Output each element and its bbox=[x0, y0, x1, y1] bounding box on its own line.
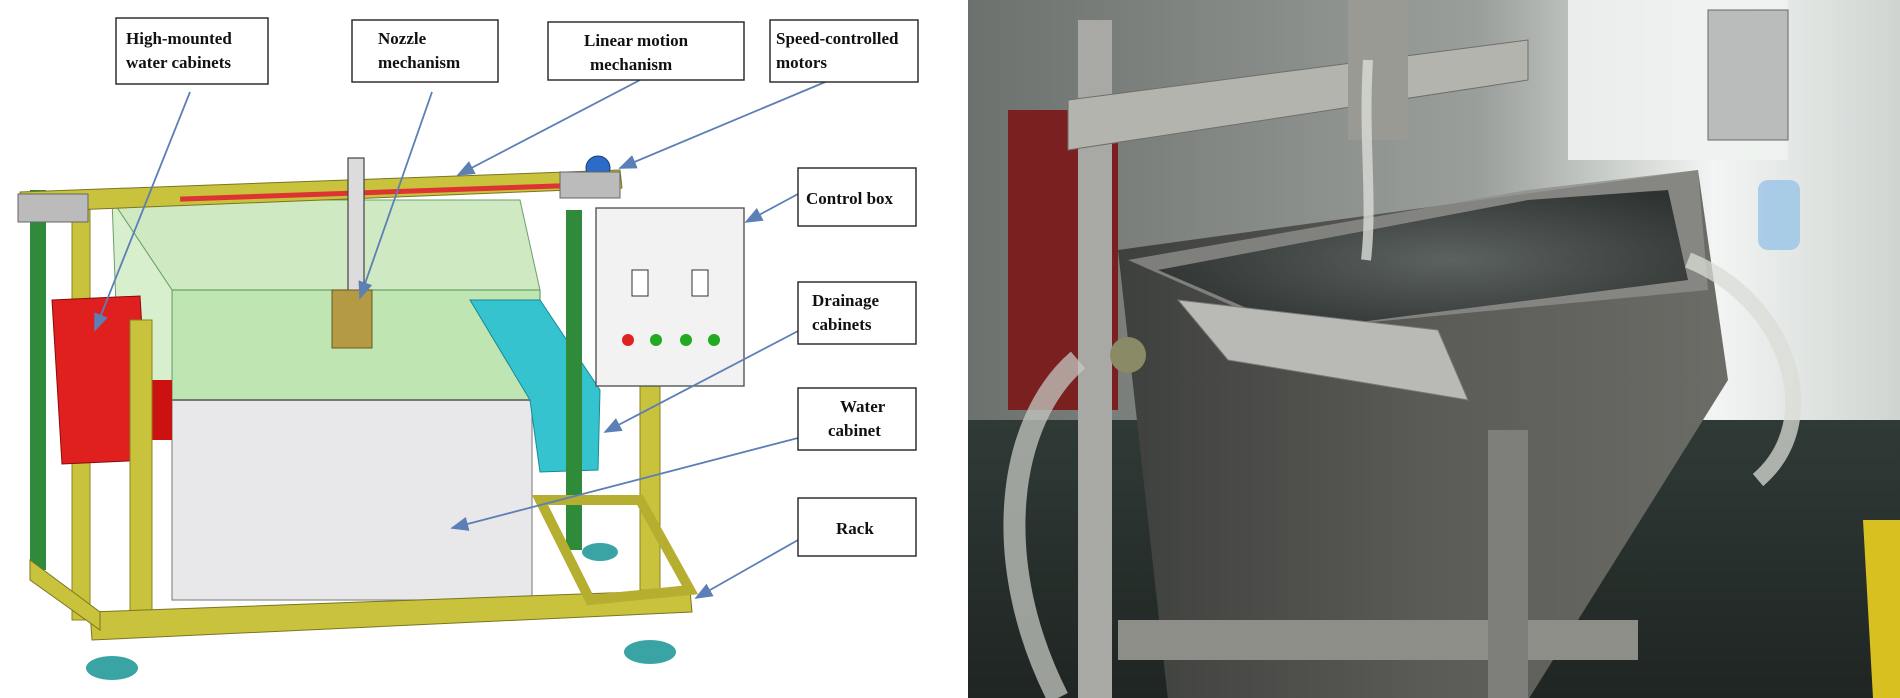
control-switch-right bbox=[691, 269, 709, 297]
arrow-water-cabinet bbox=[450, 437, 799, 531]
callout-nozzle-line-2: mechanism bbox=[378, 53, 460, 72]
arrow-drainage bbox=[603, 329, 801, 433]
callout-drainage-cabinets: Drainage cabinets bbox=[797, 281, 917, 345]
equipment-photo-svg bbox=[968, 0, 1900, 698]
control-box bbox=[595, 207, 745, 387]
nozzle-column bbox=[347, 157, 365, 299]
photo-water-surface bbox=[1158, 190, 1688, 330]
schematic-svg: High-mounted water cabinets Nozzle mecha… bbox=[17, 17, 919, 680]
control-switch-left bbox=[631, 269, 649, 297]
rail-belt-red bbox=[180, 183, 560, 202]
rack-front-post-left bbox=[129, 319, 153, 621]
arrow-high-mounted bbox=[94, 91, 191, 332]
arrow-motors bbox=[618, 79, 831, 169]
callout-high-mounted-line-2: water cabinets bbox=[126, 53, 231, 72]
callout-high-mounted-line-1: High-mounted bbox=[126, 29, 232, 48]
arrow-rack bbox=[694, 539, 799, 599]
callout-drainage-line-2: cabinets bbox=[812, 315, 872, 334]
control-button-green-3 bbox=[708, 334, 720, 346]
callout-water-cabinet: Water cabinet bbox=[797, 387, 917, 451]
callout-rack-line-1: Rack bbox=[836, 519, 874, 538]
tank-glass-back bbox=[111, 199, 541, 291]
callout-rack: Rack bbox=[797, 497, 917, 557]
rack-bottom-rail bbox=[89, 589, 693, 641]
callout-water-cabinet-line-1: Water bbox=[840, 397, 886, 416]
photo-wall-control-box bbox=[1707, 9, 1789, 141]
wheel-front-right bbox=[624, 640, 676, 664]
callout-linear-line-2: mechanism bbox=[590, 55, 672, 74]
photo-frame-bottom-rail bbox=[1118, 620, 1638, 660]
rack-post-green-right bbox=[566, 210, 582, 550]
schematic-diagram: High-mounted water cabinets Nozzle mecha… bbox=[17, 17, 919, 680]
motor-left bbox=[17, 193, 89, 223]
callout-linear-motion-mechanism: Linear motion mechanism bbox=[547, 21, 745, 81]
photo-nozzle-carriage bbox=[1348, 0, 1408, 140]
photo-hose-right bbox=[1684, 252, 1802, 487]
photo-hose-vertical bbox=[1361, 59, 1374, 261]
callout-motors-line-2: motors bbox=[776, 53, 827, 72]
photo-frame-post-front bbox=[1488, 430, 1528, 698]
photo-water-jug bbox=[1758, 180, 1800, 250]
callout-nozzle-mechanism: Nozzle mechanism bbox=[351, 19, 499, 83]
rack-side-rail bbox=[29, 559, 101, 631]
control-button-green-1 bbox=[650, 334, 662, 346]
nozzle-head bbox=[331, 289, 373, 349]
arrow-control-box bbox=[744, 193, 799, 223]
callout-nozzle-line-1: Nozzle bbox=[378, 29, 427, 48]
callout-control-box-line-1: Control box bbox=[806, 189, 894, 208]
rack-back-post-left bbox=[30, 190, 46, 570]
callout-speed-controlled-motors: Speed-controlled motors bbox=[769, 19, 919, 83]
callout-linear-line-1: Linear motion bbox=[584, 31, 689, 50]
equipment-photo bbox=[968, 0, 1900, 698]
callout-motors-line-1: Speed-controlled bbox=[776, 29, 899, 48]
motor-right-housing bbox=[559, 171, 621, 199]
control-button-red bbox=[622, 334, 634, 346]
callout-high-mounted-water-cabinets: High-mounted water cabinets bbox=[115, 17, 269, 85]
callout-drainage-line-1: Drainage bbox=[812, 291, 880, 310]
photo-hose-left bbox=[1003, 351, 1086, 698]
callout-control-box: Control box bbox=[797, 167, 917, 227]
wheel-front-left bbox=[86, 656, 138, 680]
arrow-nozzle bbox=[358, 91, 433, 300]
photo-valve bbox=[1110, 337, 1146, 373]
arrow-linear bbox=[456, 79, 641, 176]
water-cabinet-body bbox=[171, 399, 533, 601]
control-button-green-2 bbox=[680, 334, 692, 346]
rack-right-lower bbox=[531, 495, 699, 606]
photo-drain-tray bbox=[1176, 299, 1469, 401]
wheel-back-right bbox=[582, 543, 618, 561]
callout-water-cabinet-line-2: cabinet bbox=[828, 421, 881, 440]
photo-floor-stripe bbox=[1863, 520, 1900, 698]
